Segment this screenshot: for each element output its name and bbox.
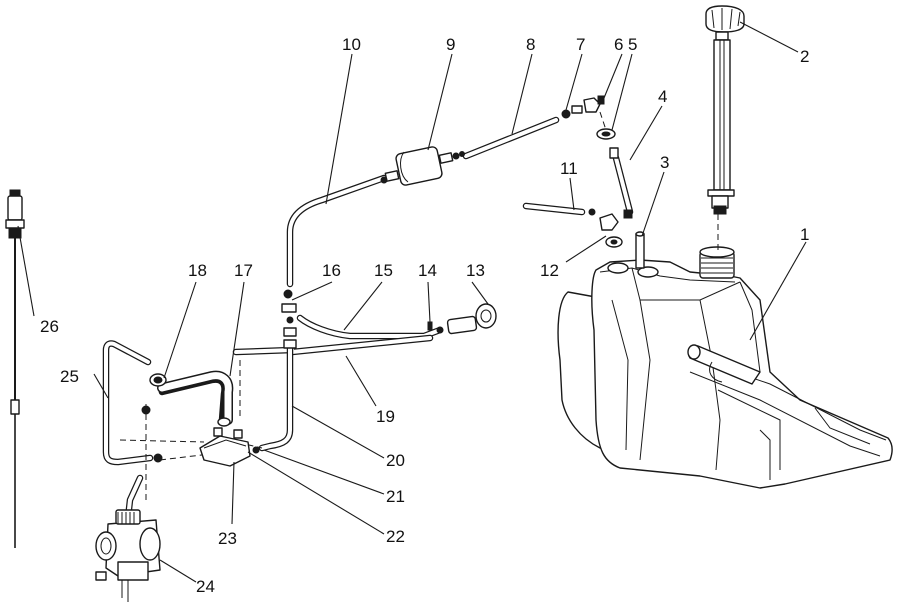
callout-25: 25 — [60, 367, 79, 386]
callout-16: 16 — [322, 261, 341, 280]
callout-8: 8 — [526, 35, 535, 54]
filler-cap-with-dipstick — [705, 5, 745, 252]
callout-14: 14 — [418, 261, 437, 280]
callout-7: 7 — [576, 35, 585, 54]
fuel-valve — [427, 303, 497, 335]
callout-23: 23 — [218, 529, 237, 548]
callout-24: 24 — [196, 577, 215, 596]
carburetor — [95, 509, 161, 602]
throttle-cable — [5, 189, 25, 548]
leader-lines — [17, 21, 807, 583]
callout-10: 10 — [342, 35, 361, 54]
callout-11: 11 — [560, 159, 578, 178]
t-fitting — [281, 289, 297, 349]
hoses — [102, 116, 634, 522]
callout-21: 21 — [386, 487, 405, 506]
callout-15: 15 — [374, 261, 393, 280]
callout-26: 26 — [40, 317, 59, 336]
fuel-pump — [141, 373, 260, 467]
callout-6: 6 — [614, 35, 623, 54]
callout-20: 20 — [386, 451, 405, 470]
callout-9: 9 — [446, 35, 455, 54]
callout-5: 5 — [628, 35, 637, 54]
callout-22: 22 — [386, 527, 405, 546]
callout-17: 17 — [234, 261, 253, 280]
callout-labels: 1 2 3 4 5 6 7 8 9 10 11 12 13 14 15 16 1… — [40, 35, 809, 596]
callout-4: 4 — [658, 87, 667, 106]
callout-3: 3 — [660, 153, 669, 172]
callout-12: 12 — [540, 261, 559, 280]
tank-fitting-set — [561, 95, 633, 219]
fuel-filter — [380, 146, 465, 186]
callout-1: 1 — [800, 225, 809, 244]
callout-19: 19 — [376, 407, 395, 426]
callout-13: 13 — [466, 261, 485, 280]
vent-fitting — [588, 208, 623, 248]
callout-18: 18 — [188, 261, 207, 280]
fuel-tank — [557, 231, 893, 489]
callout-2: 2 — [800, 47, 809, 66]
